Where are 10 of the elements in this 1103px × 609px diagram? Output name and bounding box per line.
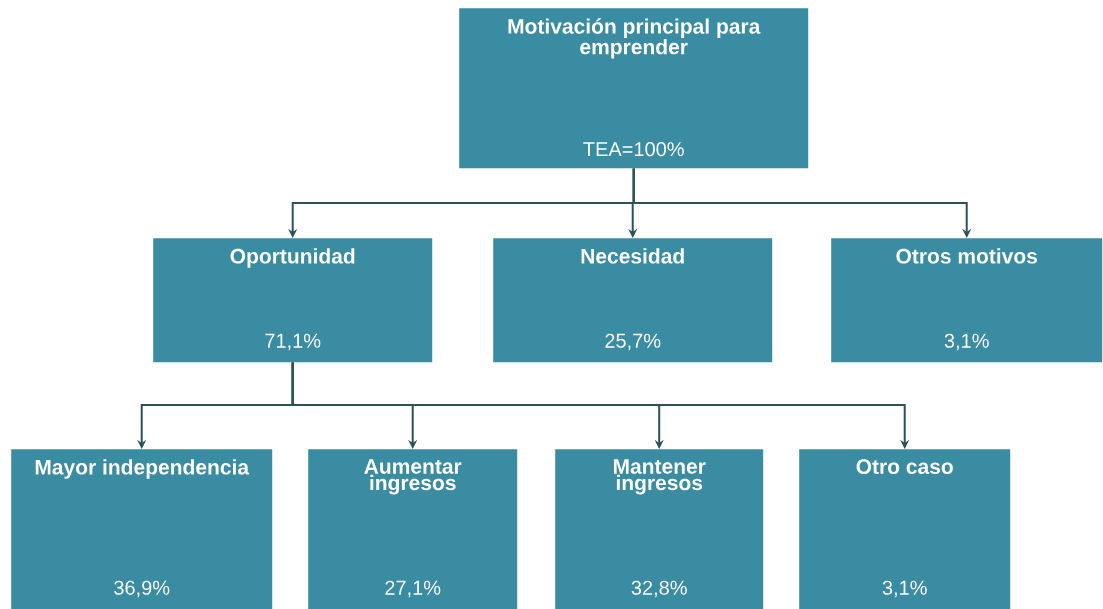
process-box: Aumentar ingresos 27,1% — [308, 449, 518, 609]
process-box: Mantener ingresos 32,8% — [555, 449, 764, 609]
arrow — [291, 361, 910, 449]
process-box: Oportunidad 71,1% — [153, 238, 433, 363]
process-box: Otros motivos 3,1% — [831, 238, 1103, 363]
process-box: Otro caso 3,1% — [799, 449, 1011, 609]
process-box: Motivación principal para emprender TEA=100% — [459, 8, 809, 169]
process-box: Necesidad 25,7% — [493, 238, 773, 363]
process-box: Mayor independencia 36,9% — [11, 449, 273, 609]
arrow — [632, 167, 972, 238]
